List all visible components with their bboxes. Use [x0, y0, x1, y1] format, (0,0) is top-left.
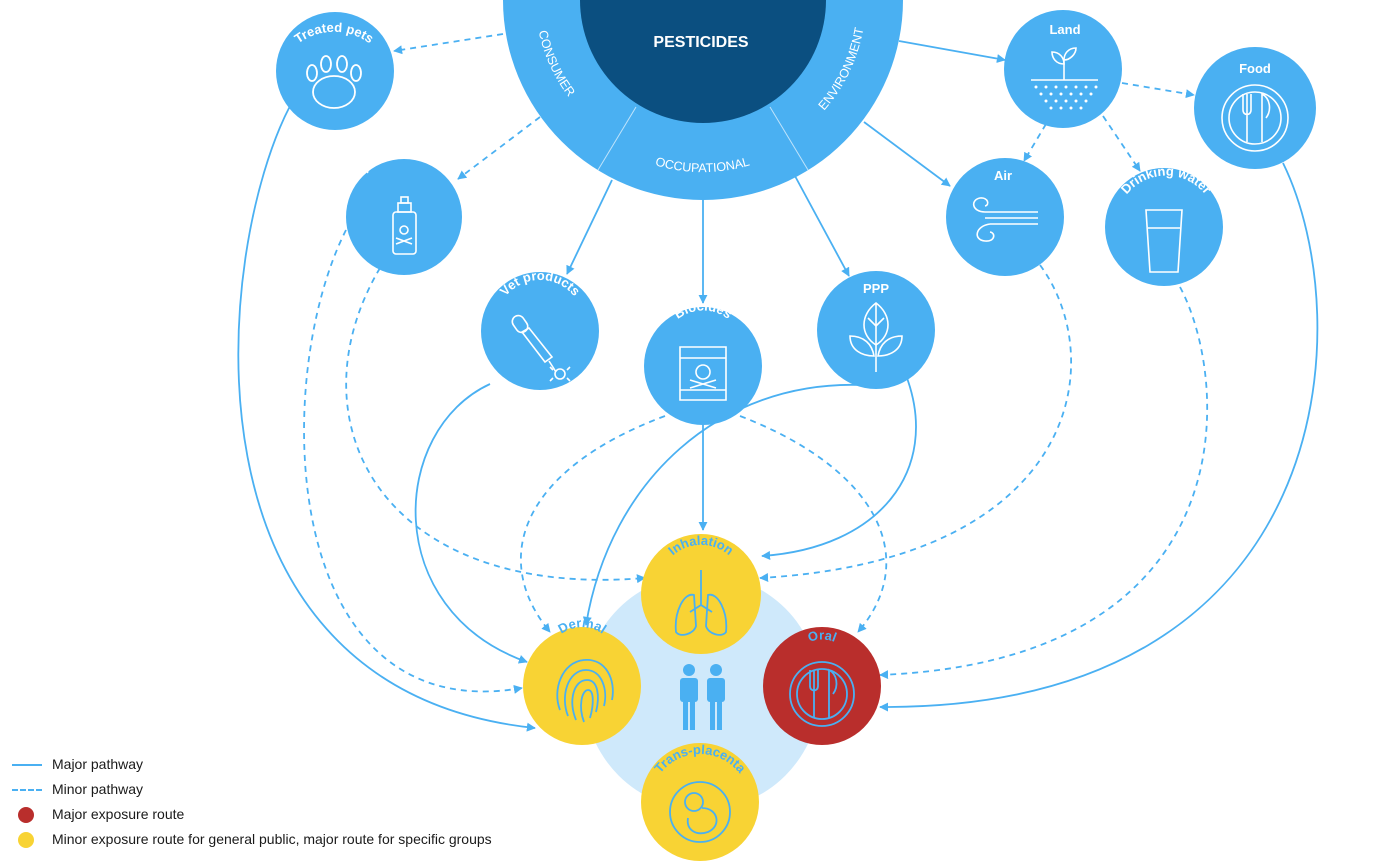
link-residential-dermal: [303, 229, 523, 694]
route-trans-placenta: Trans-placenta: [641, 742, 759, 861]
seedling-icon: [1031, 47, 1098, 81]
link-vet-dermal: [414, 383, 528, 664]
connectors: [237, 33, 1319, 732]
link-ppp-dermal: [582, 384, 863, 626]
link-residential-inhalation: [345, 267, 646, 584]
link-land-food: [1121, 82, 1195, 99]
label-land: Land: [1049, 22, 1080, 37]
route-oral: Oral: [763, 627, 881, 745]
legend-yellow-dot: [18, 832, 34, 848]
node-ppp: PPP: [817, 271, 935, 389]
link-biocides-dermal: [519, 415, 666, 633]
link-hub-air: [863, 121, 951, 187]
legend-red-dot: [18, 807, 34, 823]
link-pets-dermal: [237, 105, 536, 732]
wind-icon: [972, 197, 1038, 242]
link-ppp-inhalation: [761, 377, 917, 560]
link-land-water: [1102, 115, 1141, 172]
link-land-air: [1023, 123, 1047, 162]
node-residential-use: Residential use: [346, 141, 462, 275]
dropper-icon: [511, 314, 571, 382]
legend-minor-route-label: Minor exposure route for general public,…: [52, 831, 492, 847]
plate-cutlery-icon-oral: [789, 661, 855, 727]
people-icon: [680, 664, 725, 730]
node-land: Land: [1004, 10, 1122, 128]
link-hub-vet: [566, 179, 613, 275]
legend-solid-line: [12, 764, 42, 766]
hub-title: PESTICIDES: [653, 34, 748, 51]
node-food: Food: [1194, 47, 1316, 169]
node-treated-pets: Treated pets: [276, 12, 394, 130]
fingerprint-icon: [556, 659, 614, 723]
label-food: Food: [1239, 61, 1271, 76]
pesticides-hub: PESTICIDES CONSUMER OCCUPATIONAL ENVIRON…: [503, 0, 903, 200]
label-ppp: PPP: [863, 281, 889, 296]
legend-major-route-label: Major exposure route: [52, 806, 185, 822]
water-glass-icon: [1145, 209, 1183, 273]
paw-icon: [306, 55, 362, 109]
spray-can-icon: [392, 196, 417, 255]
link-hub-residential: [457, 116, 541, 180]
link-hub-land: [898, 40, 1006, 64]
plate-cutlery-icon: [1221, 84, 1289, 152]
fetus-icon: [669, 781, 731, 843]
route-inhalation: Inhalation: [641, 533, 761, 654]
humans-background: [584, 574, 820, 810]
hub-divider-left: [597, 106, 637, 171]
link-food-oral: [879, 162, 1319, 712]
legend-minor-pathway-label: Minor pathway: [52, 781, 144, 797]
hub-divider-right: [769, 106, 809, 171]
lungs-icon: [674, 570, 728, 636]
node-vet-products: Vet products: [481, 268, 599, 390]
label-oral: Oral: [806, 627, 839, 644]
link-hub-ppp: [794, 175, 850, 277]
barrel-skull-icon: [679, 346, 727, 401]
segment-occupational: OCCUPATIONAL: [654, 154, 751, 175]
label-air: Air: [994, 168, 1012, 183]
legend-major-pathway-label: Major pathway: [52, 756, 144, 772]
hub-core: [580, 0, 826, 123]
leaf-icon: [849, 301, 903, 372]
soil-dots: [1034, 85, 1098, 110]
legend-dashed-line: [12, 789, 42, 791]
node-air: Air: [946, 158, 1064, 276]
node-drinking-water: Drinking water: [1105, 163, 1223, 286]
link-hub-pets: [393, 33, 504, 55]
node-biocides: Biocides: [644, 298, 762, 425]
